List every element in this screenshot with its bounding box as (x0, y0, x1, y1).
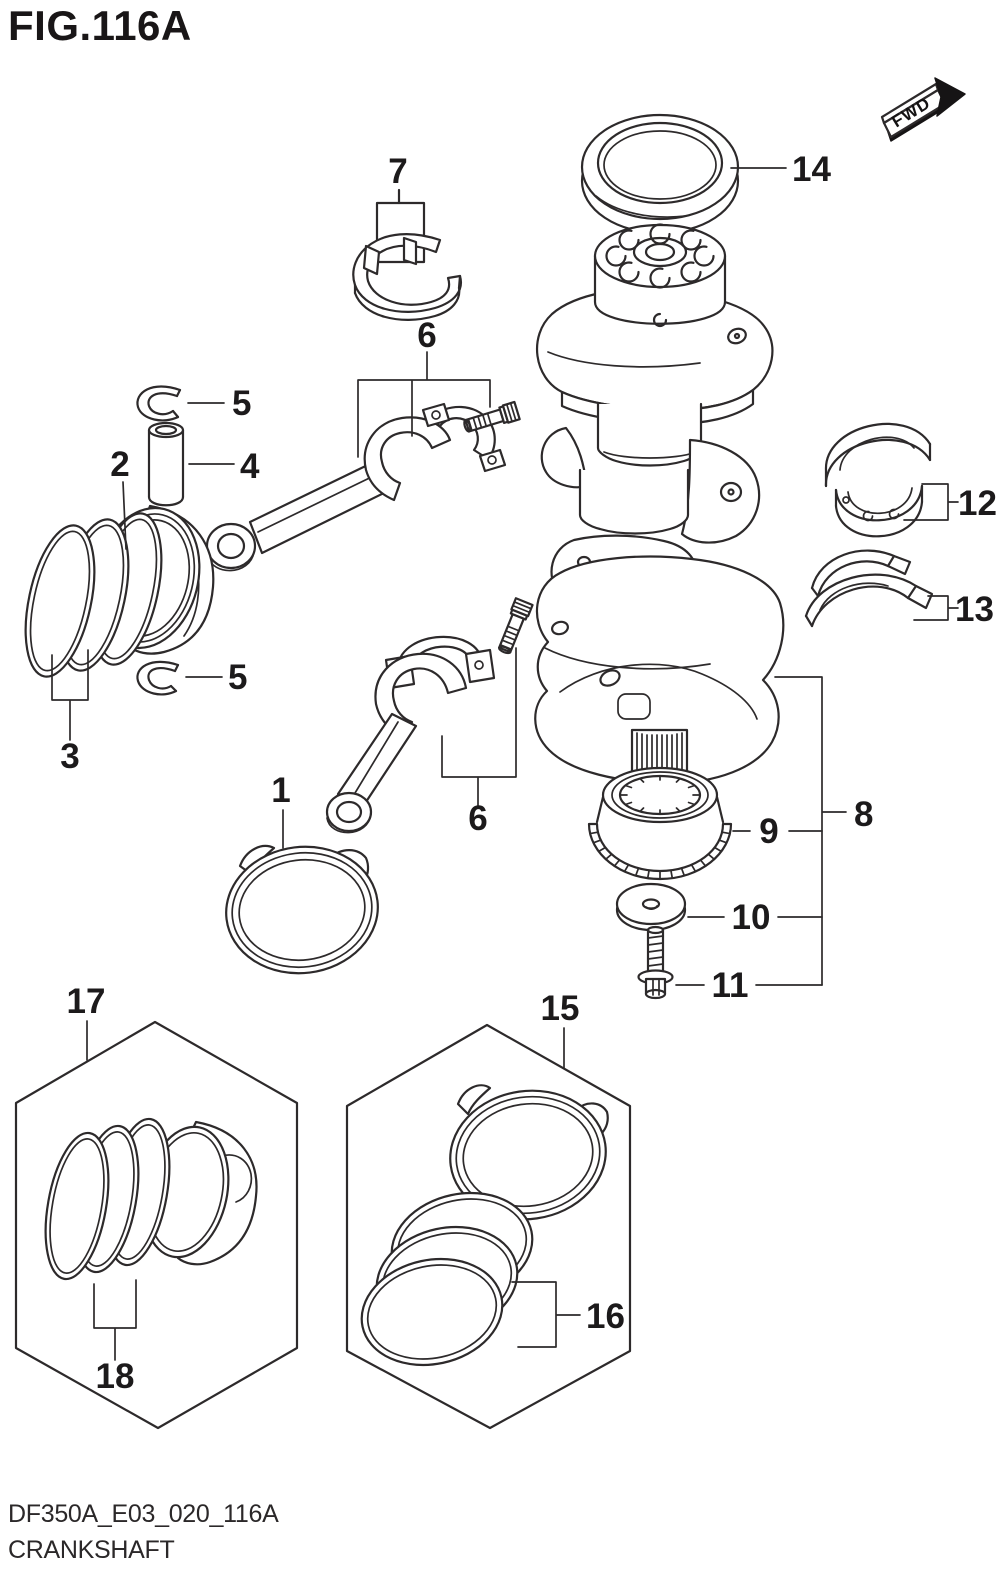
fwd-arrow-icon: FWD (880, 77, 966, 142)
circlip-lower (136, 660, 180, 696)
callout-2: 2 (110, 445, 129, 484)
callout-1: 1 (271, 771, 290, 810)
drawing-caption: CRANKSHAFT (8, 1536, 175, 1564)
crankshaft-part (534, 223, 785, 787)
callout-4: 4 (240, 447, 260, 486)
callout-13: 13 (955, 590, 994, 629)
bolt-part-11 (637, 925, 674, 1000)
callout-14: 14 (792, 150, 831, 189)
callout-10: 10 (732, 898, 771, 937)
drawing-code: DF350A_E03_020_116A (8, 1500, 279, 1528)
callout-16: 16 (586, 1297, 625, 1336)
callout-3: 3 (60, 737, 79, 776)
callout-5-lower: 5 (228, 658, 247, 697)
ring-part-14 (580, 113, 740, 235)
drawing-footer: DF350A_E03_020_116A CRANKSHAFT (8, 1500, 279, 1565)
washer-part-10 (615, 882, 687, 932)
callout-5-upper: 5 (232, 384, 251, 423)
figure-title: FIG.116A (8, 2, 192, 49)
callout-12: 12 (958, 484, 997, 523)
callout-labels: 7 14 6 5 2 4 12 13 5 3 1 6 8 9 10 11 17 … (60, 150, 997, 1396)
callout-11: 11 (712, 966, 749, 1005)
callout-6-upper: 6 (417, 316, 436, 355)
callout-6-lower: 6 (468, 799, 487, 838)
callout-8: 8 (854, 795, 873, 834)
callout-7: 7 (388, 152, 407, 191)
piston-ring-set-part-3 (24, 512, 163, 678)
callout-17: 17 (67, 982, 106, 1021)
main-bearing-part-12 (824, 422, 932, 538)
piston-part-1 (225, 844, 379, 975)
callout-18: 18 (96, 1357, 135, 1396)
lower-conrod-group (325, 597, 534, 834)
rod-bearing-part-7 (352, 188, 462, 321)
callout-15: 15 (541, 989, 580, 1028)
piston-kit-part-17 (14, 1020, 299, 1430)
gear-part-9 (587, 766, 733, 881)
callout-9: 9 (759, 812, 778, 851)
piston-kit-part-15 (345, 1023, 632, 1430)
leader-lines (51, 167, 959, 1361)
thrust-bearing-part-13 (804, 549, 934, 628)
